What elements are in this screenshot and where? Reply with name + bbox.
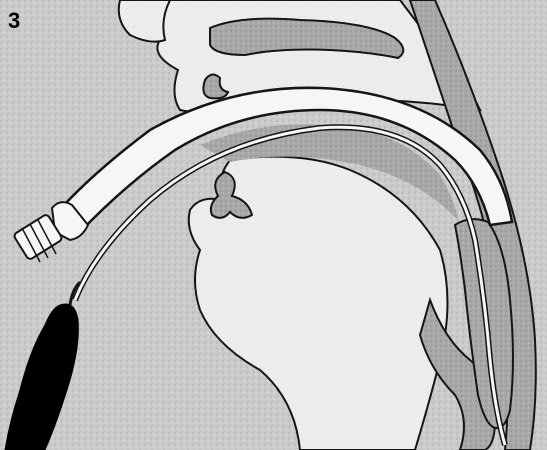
figure-number: 3 [8,10,20,32]
